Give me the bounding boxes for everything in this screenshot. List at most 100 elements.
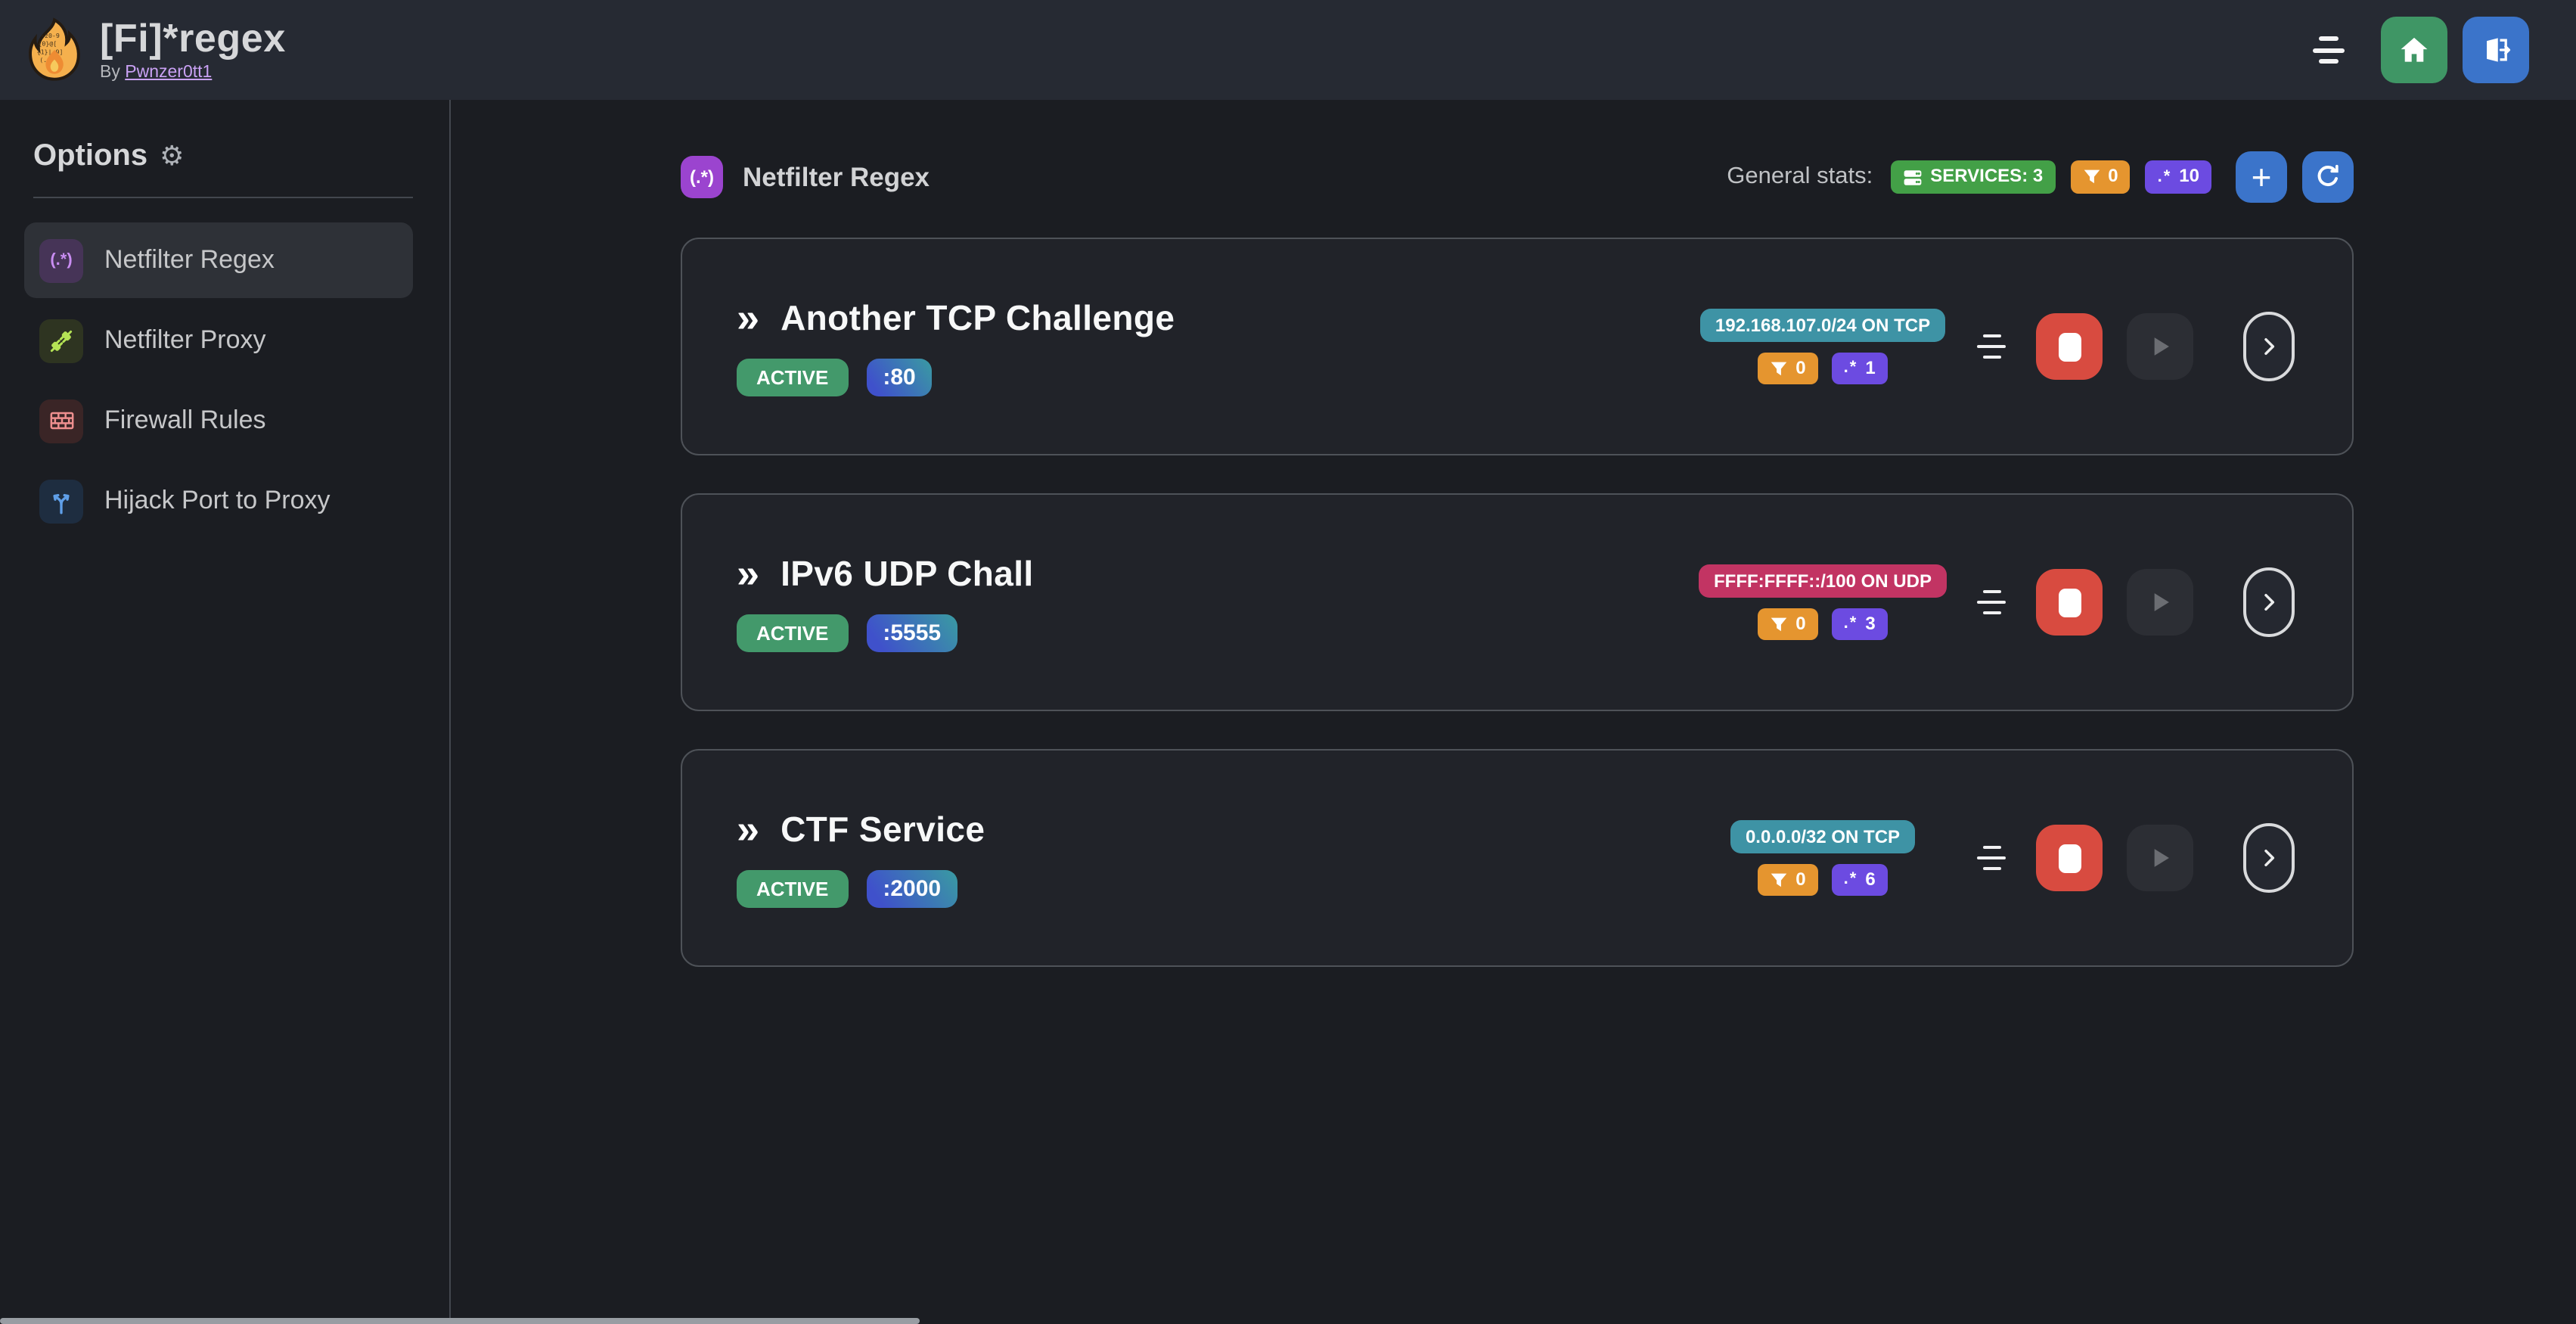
sidebar-item-label: Netfilter Regex <box>104 245 275 274</box>
service-actions: FFFF:FFFF::/100 ON UDP 0 .* 3 <box>1694 564 2295 641</box>
byline-prefix: By <box>100 63 120 82</box>
play-icon <box>2154 337 2169 356</box>
service-name: IPv6 UDP Chall <box>781 553 1034 592</box>
service-filters-badge: 0 <box>1758 352 1818 385</box>
service-regex-badge: .* 1 <box>1831 352 1888 385</box>
home-icon <box>2401 37 2428 62</box>
service-subnet-badge: 192.168.107.0/24 ON TCP <box>1699 308 1946 342</box>
section-header: (.*) Netfilter Regex General stats: SERV… <box>681 151 2354 203</box>
service-info: » IPv6 UDP Chall ACTIVE :5555 <box>737 552 1694 651</box>
status-badge: ACTIVE <box>737 614 849 651</box>
sidebar-item-firewall-rules[interactable]: Firewall Rules <box>24 383 413 458</box>
service-mini-badges: 0 .* 6 <box>1758 863 1888 897</box>
stop-service-button[interactable] <box>2036 825 2103 891</box>
topbar: -z0-9 {0}@[ {1}|-9] (. z] [Fi]*regex By … <box>0 0 2576 100</box>
service-info: » CTF Service ACTIVE :2000 <box>737 808 1694 907</box>
service-card: » Another TCP Challenge ACTIVE :80 192.1… <box>681 238 2354 455</box>
funnel-icon <box>1771 617 1787 631</box>
service-filters-count: 0 <box>1795 868 1806 890</box>
chevron-right-icon <box>2264 337 2275 356</box>
service-filters-badge: 0 <box>1758 863 1818 897</box>
status-badge: ACTIVE <box>737 869 849 907</box>
service-menu-icon[interactable] <box>1977 589 2006 615</box>
sidebar-item-label: Firewall Rules <box>104 406 266 434</box>
service-regex-badge: .* 3 <box>1831 608 1888 641</box>
port-badge: :2000 <box>866 869 958 907</box>
server-stack-icon <box>1904 169 1922 185</box>
service-stats: 0.0.0.0/32 ON TCP 0 .* 6 <box>1694 819 1951 897</box>
port-badge: :80 <box>866 358 933 396</box>
service-mini-badges: 0 .* 3 <box>1758 608 1888 641</box>
logout-button[interactable] <box>2463 17 2529 83</box>
horizontal-scrollbar-thumb[interactable] <box>0 1318 920 1324</box>
sidebar-divider <box>33 197 413 198</box>
sidebar: Options ⚙ (.*) Netfilter Regex <box>0 100 451 1324</box>
service-menu-icon[interactable] <box>1977 334 2006 359</box>
sidebar-title-label: Options <box>33 139 148 172</box>
service-regex-count: 1 <box>1865 356 1876 378</box>
service-name: CTF Service <box>781 809 985 848</box>
section-title-group: (.*) Netfilter Regex <box>681 156 930 198</box>
chevron-right-icon <box>2264 849 2275 867</box>
service-subnet-badge: FFFF:FFFF::/100 ON UDP <box>1699 564 1947 598</box>
svg-text:-z0-9: -z0-9 <box>41 32 60 39</box>
service-regex-badge: .* 6 <box>1831 863 1888 897</box>
stop-service-button[interactable] <box>2036 313 2103 380</box>
service-card: » CTF Service ACTIVE :2000 0.0.0.0/32 ON… <box>681 749 2354 967</box>
page-body: Options ⚙ (.*) Netfilter Regex <box>0 100 2576 1324</box>
svg-text:{0}@[: {0}@[ <box>38 40 57 48</box>
sidebar-item-hijack-port[interactable]: Hijack Port to Proxy <box>24 463 413 539</box>
app-title: [Fi]*regex <box>100 15 286 61</box>
service-stats: 192.168.107.0/24 ON TCP 0 .* 1 <box>1694 308 1951 385</box>
port-badge: :5555 <box>866 614 958 651</box>
stop-icon <box>2058 332 2081 361</box>
service-pills: ACTIVE :5555 <box>737 614 1694 651</box>
service-subnet-badge: 0.0.0.0/32 ON TCP <box>1730 819 1916 853</box>
expand-service-button[interactable] <box>2243 567 2295 637</box>
service-name: Another TCP Challenge <box>781 297 1175 337</box>
service-menu-icon[interactable] <box>1977 845 2006 871</box>
regex-count-value: 10 <box>2179 165 2199 187</box>
funnel-icon <box>2083 169 2100 184</box>
service-filters-count: 0 <box>1795 356 1806 378</box>
service-pills: ACTIVE :80 <box>737 358 1694 396</box>
dot-star-icon: .* <box>1843 614 1858 633</box>
general-stats: General stats: SERVICES: 3 <box>1727 151 2354 203</box>
menu-toggle-icon[interactable] <box>2313 36 2345 64</box>
start-service-button[interactable] <box>2127 825 2193 891</box>
funnel-icon <box>1771 361 1787 375</box>
start-service-button[interactable] <box>2127 569 2193 636</box>
dot-star-icon: .* <box>1843 359 1858 378</box>
service-regex-count: 6 <box>1865 868 1876 890</box>
dot-star-icon: .* <box>2157 167 2172 186</box>
status-badge: ACTIVE <box>737 358 849 396</box>
logout-icon <box>2487 38 2511 62</box>
regex-icon: (.*) <box>39 238 83 282</box>
sidebar-item-netfilter-regex[interactable]: (.*) Netfilter Regex <box>24 222 413 298</box>
services-count-badge: SERVICES: 3 <box>1891 160 2056 194</box>
stop-service-button[interactable] <box>2036 569 2103 636</box>
service-mini-badges: 0 .* 1 <box>1758 352 1888 385</box>
service-filters-count: 0 <box>1795 612 1806 634</box>
add-service-button[interactable]: + <box>2236 151 2287 203</box>
expand-service-button[interactable] <box>2243 312 2295 381</box>
service-actions: 192.168.107.0/24 ON TCP 0 .* 1 <box>1694 308 2295 385</box>
service-name-row: » CTF Service <box>737 808 1694 850</box>
gear-icon: ⚙ <box>160 141 185 171</box>
topbar-actions <box>2313 17 2529 83</box>
sidebar-item-netfilter-proxy[interactable]: Netfilter Proxy <box>24 303 413 378</box>
start-service-button[interactable] <box>2127 313 2193 380</box>
funnel-icon <box>1771 872 1787 887</box>
author-link[interactable]: Pwnzer0tt1 <box>125 63 213 82</box>
regex-section-icon: (.*) <box>681 156 723 198</box>
home-button[interactable] <box>2381 17 2447 83</box>
refresh-button[interactable] <box>2302 151 2354 203</box>
expand-service-button[interactable] <box>2243 823 2295 893</box>
service-pills: ACTIVE :2000 <box>737 869 1694 907</box>
service-regex-count: 3 <box>1865 612 1876 634</box>
play-icon <box>2154 593 2169 611</box>
svg-text:{1}|-9]: {1}|-9] <box>37 48 64 55</box>
plug-icon <box>39 319 83 362</box>
section-title: Netfilter Regex <box>743 161 930 191</box>
